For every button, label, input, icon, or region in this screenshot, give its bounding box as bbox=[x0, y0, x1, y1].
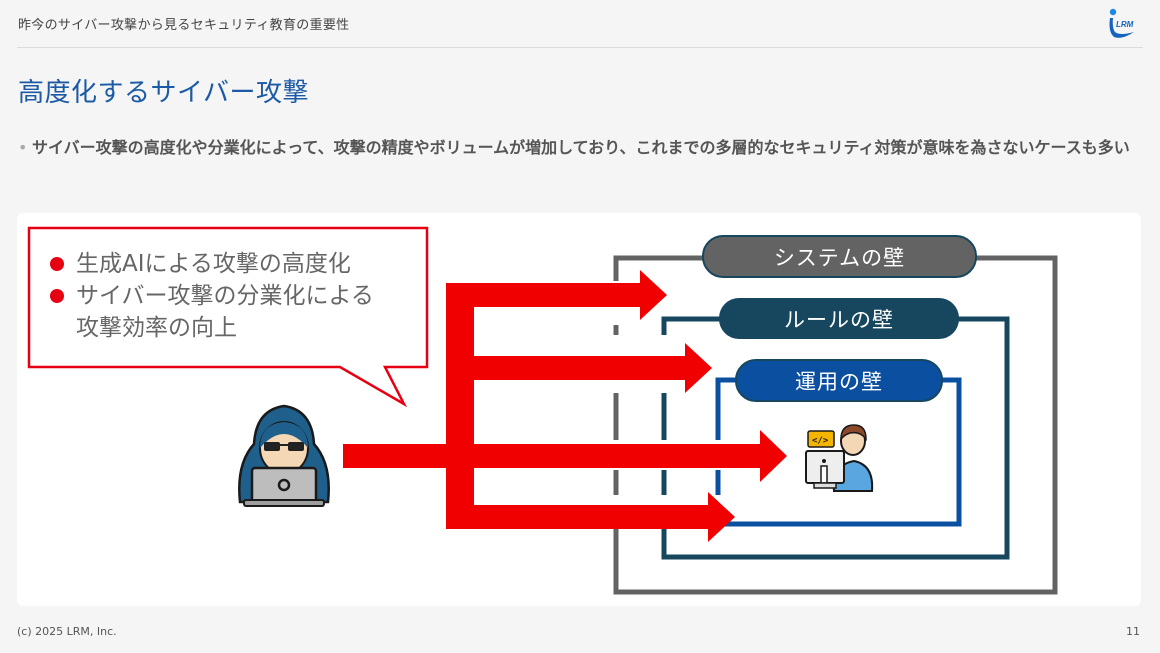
callout-item: サイバー攻撃の分業化による bbox=[50, 280, 374, 312]
system-wall-label: システムの壁 bbox=[773, 246, 906, 270]
rule-wall bbox=[661, 316, 1010, 560]
developer-at-computer-icon: </> bbox=[805, 424, 874, 492]
page-number: 11 bbox=[1126, 625, 1140, 638]
header-divider bbox=[17, 47, 1143, 48]
operation-wall bbox=[715, 377, 962, 527]
callout-item-text: サイバー攻撃の分業化による bbox=[76, 283, 374, 309]
operation-wall-pill bbox=[735, 359, 943, 402]
red-bullet-icon bbox=[50, 289, 64, 303]
rule-wall-pill bbox=[719, 298, 959, 339]
hacker-with-laptop-icon bbox=[238, 404, 330, 507]
red-bullet-icon bbox=[50, 257, 64, 271]
callout-item-continuation: 攻撃効率の向上 bbox=[76, 315, 237, 341]
operation-wall-label: 運用の壁 bbox=[795, 370, 883, 394]
summary-bullet: • サイバー攻撃の高度化や分業化によって、攻撃の精度やボリュームが増加しており、… bbox=[18, 136, 1138, 160]
bullet-marker: • bbox=[18, 138, 28, 157]
footer-copyright: (c) 2025 LRM, Inc. bbox=[17, 625, 117, 638]
attack-arrows bbox=[343, 270, 787, 542]
system-wall-pill bbox=[702, 235, 977, 278]
rule-wall-label: ルールの壁 bbox=[784, 308, 894, 332]
svg-text:LRM: LRM bbox=[1116, 20, 1134, 29]
svg-text:</>: </> bbox=[812, 436, 829, 446]
callout-item: 生成AIによる攻撃の高度化 bbox=[50, 248, 374, 280]
page-title: 高度化するサイバー攻撃 bbox=[18, 78, 309, 108]
callout-text: 生成AIによる攻撃の高度化 サイバー攻撃の分業化による 攻撃効率の向上 bbox=[50, 248, 374, 344]
callout-item-text: 生成AIによる攻撃の高度化 bbox=[76, 251, 351, 277]
system-wall bbox=[613, 255, 1058, 595]
lrm-logo-icon: LRM bbox=[1109, 8, 1134, 38]
speech-callout bbox=[27, 226, 429, 408]
lrm-logo: LRM bbox=[1104, 6, 1138, 42]
header-title: 昨今のサイバー攻撃から見るセキュリティ教育の重要性 bbox=[18, 18, 350, 33]
summary-text: サイバー攻撃の高度化や分業化によって、攻撃の精度やボリュームが増加しており、これ… bbox=[32, 138, 1130, 157]
